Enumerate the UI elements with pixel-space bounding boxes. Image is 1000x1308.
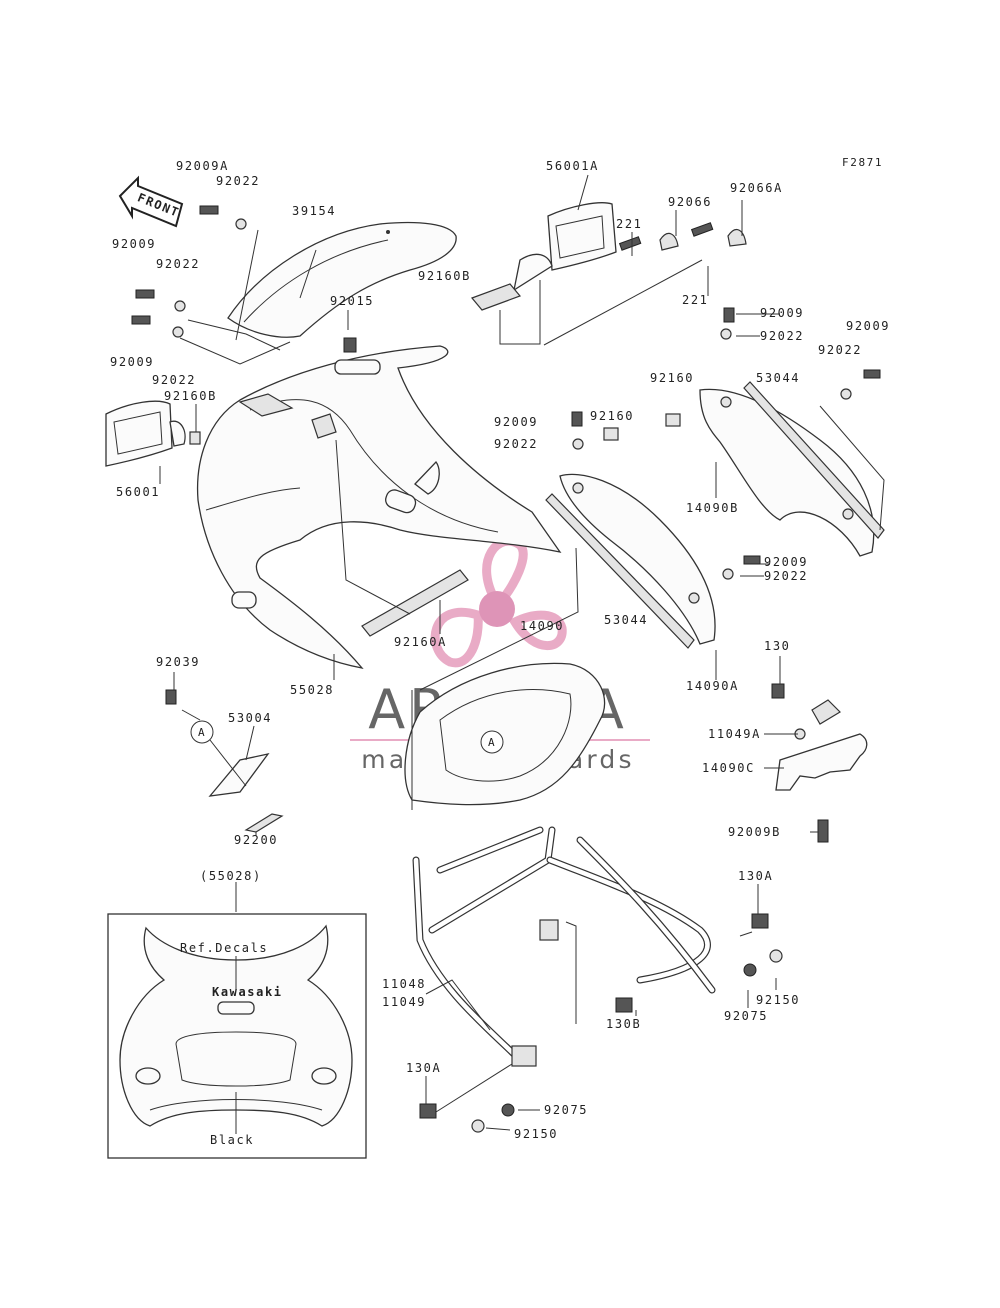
part-label: 92022 bbox=[152, 373, 196, 387]
part-label: 92160A bbox=[394, 635, 447, 649]
part-label: 92066A bbox=[730, 181, 783, 195]
windshield bbox=[227, 221, 457, 338]
part-label: 39154 bbox=[292, 204, 336, 218]
part-label: 53044 bbox=[604, 613, 648, 627]
part-label: 14090 bbox=[520, 619, 564, 633]
part-label: 92160B bbox=[418, 269, 471, 283]
trim-strip-lower bbox=[545, 493, 695, 649]
part-label: 92075 bbox=[724, 1009, 768, 1023]
rubber-strip bbox=[361, 569, 469, 637]
part-label: 92150 bbox=[514, 1127, 558, 1141]
part-label: 14090C bbox=[702, 761, 755, 775]
trim-strip-upper bbox=[743, 381, 885, 539]
mirror-left bbox=[105, 400, 201, 467]
part-label: 92022 bbox=[764, 569, 808, 583]
propeller-logo-icon bbox=[430, 536, 567, 668]
part-label: 11049A bbox=[708, 727, 761, 741]
part-label: 92009A bbox=[176, 159, 229, 173]
part-label: 55028 bbox=[290, 683, 334, 697]
callout-a-center: A bbox=[480, 730, 504, 754]
part-label: 221 bbox=[682, 293, 708, 307]
side-panel-upper bbox=[699, 388, 875, 557]
mirror-right bbox=[470, 202, 617, 311]
part-label: 92075 bbox=[544, 1103, 588, 1117]
part-label: 130 bbox=[764, 639, 790, 653]
front-arrow-icon: FRONT bbox=[118, 175, 184, 228]
part-label: 92022 bbox=[760, 329, 804, 343]
part-label: 92160 bbox=[650, 371, 694, 385]
part-label: 56001A bbox=[546, 159, 599, 173]
part-label: 92022 bbox=[156, 257, 200, 271]
part-label: 92015 bbox=[330, 294, 374, 308]
part-label: 53044 bbox=[756, 371, 800, 385]
part-label: 92009 bbox=[760, 306, 804, 320]
svg-text:A: A bbox=[488, 736, 496, 749]
ref-decals-label: Ref.Decals bbox=[180, 941, 268, 955]
svg-text:A: A bbox=[198, 726, 206, 739]
inset-cowl-front bbox=[119, 924, 353, 1127]
leader-lines bbox=[159, 174, 885, 1131]
part-label: 92022 bbox=[494, 437, 538, 451]
inset-box: (55028) Ref.Decals Kawasaki Black bbox=[107, 869, 367, 1159]
part-label: 92009 bbox=[112, 237, 156, 251]
decal-92200 bbox=[244, 813, 284, 833]
brand-decal: Kawasaki bbox=[212, 985, 283, 999]
part-label: 92009B bbox=[728, 825, 781, 839]
part-label: 92160 bbox=[590, 409, 634, 423]
part-label: 92022 bbox=[818, 343, 862, 357]
figure-code: F2871 bbox=[842, 156, 883, 169]
part-labels: 92009A 92022 39154 92009 92022 92009 920… bbox=[110, 159, 890, 1141]
part-label: 92066 bbox=[668, 195, 712, 209]
part-label: 11049 bbox=[382, 995, 426, 1009]
bracket-plate bbox=[775, 733, 868, 791]
hardware-glyphs bbox=[131, 205, 881, 1133]
inner-panel-lower bbox=[559, 473, 716, 645]
part-label: 130A bbox=[406, 1061, 441, 1075]
part-label: 14090B bbox=[686, 501, 739, 515]
part-label: 221 bbox=[616, 217, 642, 231]
part-label: 11048 bbox=[382, 977, 426, 991]
part-label: 56001 bbox=[116, 485, 160, 499]
black-label: Black bbox=[210, 1133, 254, 1147]
part-label: 92009 bbox=[110, 355, 154, 369]
part-label: 92200 bbox=[234, 833, 278, 847]
part-label: 92009 bbox=[846, 319, 890, 333]
part-label: 53004 bbox=[228, 711, 272, 725]
callout-a-left: A bbox=[190, 720, 214, 744]
part-label: 130A bbox=[738, 869, 773, 883]
inset-label: (55028) bbox=[200, 869, 262, 883]
part-label: 92022 bbox=[216, 174, 260, 188]
part-label: 92150 bbox=[756, 993, 800, 1007]
part-label: 92160B bbox=[164, 389, 217, 403]
part-label: 92039 bbox=[156, 655, 200, 669]
part-label: 92009 bbox=[764, 555, 808, 569]
part-label: 130B bbox=[606, 1017, 641, 1031]
decal-53004 bbox=[208, 753, 270, 797]
part-label: 92009 bbox=[494, 415, 538, 429]
part-label: 14090A bbox=[686, 679, 739, 693]
cowling-stay-frame bbox=[412, 826, 716, 1067]
